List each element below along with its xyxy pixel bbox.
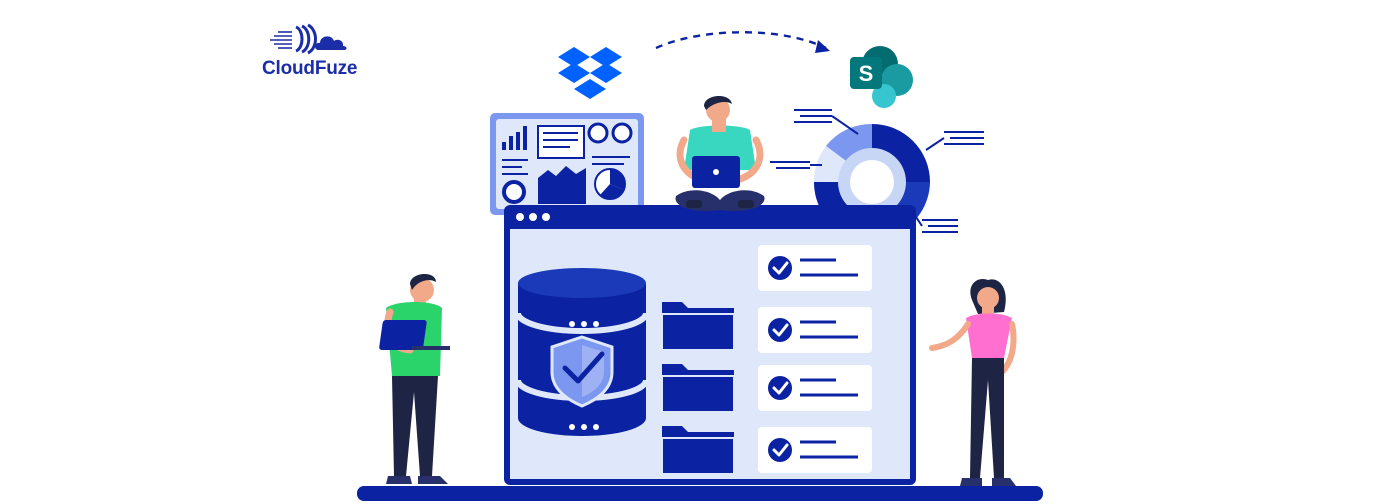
analytics-dashboard (490, 113, 644, 215)
check-circle-icon (768, 376, 792, 400)
window-dot-icon (516, 213, 524, 221)
checklist-item (758, 365, 872, 411)
window-dot-icon (529, 213, 537, 221)
dropbox-icon (558, 47, 622, 99)
shield-check-icon (550, 335, 614, 408)
cloudfuze-logo-text: CloudFuze (262, 58, 358, 79)
sharepoint-letter: S (859, 61, 874, 86)
checklist-item (758, 307, 872, 353)
laptop-icon (379, 320, 427, 350)
folder-icon (661, 426, 735, 475)
check-circle-icon (768, 438, 792, 462)
check-circle-icon (768, 256, 792, 280)
check-circle-icon (768, 318, 792, 342)
arrow-head-icon (815, 40, 830, 53)
migration-arrow (655, 31, 827, 50)
person-standing-woman (929, 278, 1017, 486)
checklist-item (758, 427, 872, 473)
window-dot-icon (542, 213, 550, 221)
cloudfuze-logo: CloudFuze (262, 22, 372, 82)
checklist-item (758, 245, 872, 291)
folder-icon (661, 364, 735, 413)
floor-bar (357, 486, 1043, 501)
sharepoint-icon: S (850, 46, 913, 108)
cloudfuze-logo-icon (270, 23, 347, 55)
person-standing-man (379, 273, 455, 484)
person-sitting (675, 95, 765, 212)
folder-icon (661, 302, 735, 351)
